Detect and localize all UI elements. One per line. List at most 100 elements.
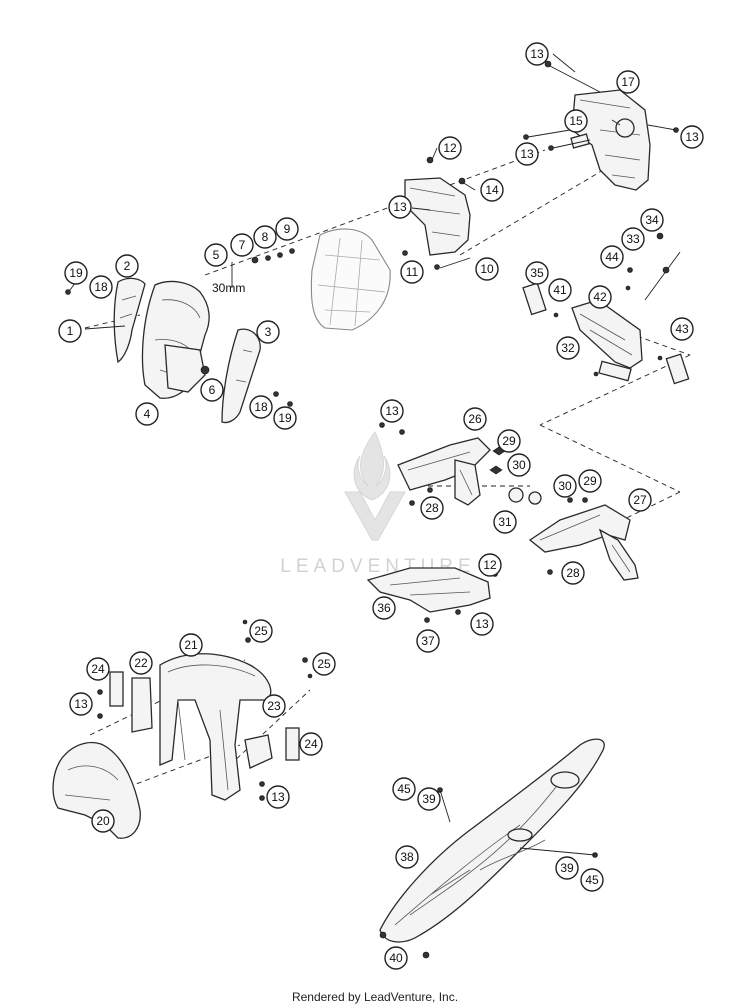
svg-text:32: 32	[561, 341, 575, 355]
svg-text:18: 18	[254, 400, 268, 414]
svg-text:37: 37	[421, 634, 435, 648]
callout-21: 21	[179, 633, 203, 657]
svg-text:36: 36	[377, 601, 391, 615]
svg-text:13: 13	[520, 147, 534, 161]
assembly-lines	[84, 149, 691, 791]
svg-text:31: 31	[498, 515, 512, 529]
watermark-flame-logo	[353, 431, 391, 501]
svg-text:7: 7	[239, 238, 246, 252]
svg-text:33: 33	[626, 232, 640, 246]
front-fairing	[52, 741, 141, 839]
callout-24: 24	[299, 732, 323, 756]
callout-22: 22	[129, 651, 153, 675]
svg-text:30: 30	[512, 458, 526, 472]
callout-45: 45	[392, 777, 416, 801]
callout-10: 10	[475, 257, 499, 281]
callout-27: 27	[628, 488, 652, 512]
callout-40: 40	[384, 946, 408, 970]
svg-text:21: 21	[184, 638, 198, 652]
svg-text:12: 12	[443, 141, 457, 155]
svg-text:13: 13	[475, 617, 489, 631]
svg-text:17: 17	[621, 75, 635, 89]
rear-bracket	[379, 422, 542, 506]
callout-11: 11	[400, 260, 424, 284]
svg-text:4: 4	[144, 407, 151, 421]
svg-text:24: 24	[91, 662, 105, 676]
callout-9: 9	[275, 217, 299, 241]
callout-13: 13	[680, 125, 704, 149]
svg-text:29: 29	[502, 434, 516, 448]
svg-text:28: 28	[566, 566, 580, 580]
callout-13: 13	[515, 142, 539, 166]
svg-text:9: 9	[284, 222, 291, 236]
callout-26: 26	[463, 407, 487, 431]
headlight-mask-assembly: 30mm	[65, 248, 295, 424]
callout-38: 38	[395, 845, 419, 869]
svg-text:12: 12	[483, 558, 497, 572]
callout-13: 13	[380, 399, 404, 423]
svg-text:13: 13	[74, 697, 88, 711]
callout-44: 44	[600, 245, 624, 269]
svg-text:35: 35	[530, 266, 544, 280]
callout-18: 18	[89, 275, 113, 299]
svg-text:24: 24	[304, 737, 318, 751]
svg-text:14: 14	[485, 183, 499, 197]
svg-text:13: 13	[385, 404, 399, 418]
callout-19: 19	[64, 261, 88, 285]
callout-43: 43	[670, 317, 694, 341]
svg-text:39: 39	[560, 861, 574, 875]
callout-29: 29	[578, 469, 602, 493]
callout-33: 33	[621, 227, 645, 251]
callout-32: 32	[556, 336, 580, 360]
svg-text:30: 30	[558, 479, 572, 493]
callout-37: 37	[416, 629, 440, 653]
svg-text:29: 29	[583, 474, 597, 488]
callout-31: 31	[493, 510, 517, 534]
svg-text:28: 28	[425, 501, 439, 515]
callout-24: 24	[86, 657, 110, 681]
callout-18: 18	[249, 395, 273, 419]
callout-5: 5	[204, 243, 228, 267]
callout-6: 6	[200, 378, 224, 402]
callout-30: 30	[507, 453, 531, 477]
svg-text:19: 19	[278, 411, 292, 425]
rear-tail-section	[379, 738, 605, 959]
svg-text:11: 11	[406, 265, 419, 279]
callout-25: 25	[312, 652, 336, 676]
callout-3: 3	[256, 320, 280, 344]
dimension-label: 30mm	[212, 281, 245, 295]
callout-28: 28	[420, 496, 444, 520]
callout-13: 13	[470, 612, 494, 636]
svg-text:15: 15	[569, 114, 583, 128]
svg-text:3: 3	[265, 325, 272, 339]
callout-13: 13	[388, 195, 412, 219]
svg-text:5: 5	[213, 248, 220, 262]
svg-text:26: 26	[468, 412, 482, 426]
svg-text:20: 20	[96, 814, 110, 828]
svg-text:39: 39	[422, 792, 436, 806]
license-plate-holder	[522, 232, 690, 385]
callout-4: 4	[135, 402, 159, 426]
svg-text:13: 13	[271, 790, 285, 804]
svg-text:23: 23	[267, 699, 281, 713]
callout-12: 12	[438, 136, 462, 160]
callout-15: 15	[564, 109, 588, 133]
footer-credit: Rendered by LeadVenture, Inc.	[291, 990, 459, 1004]
svg-text:45: 45	[397, 782, 411, 796]
callout-35: 35	[525, 261, 549, 285]
instrument-bracket	[523, 60, 679, 191]
svg-text:42: 42	[593, 290, 607, 304]
callout-36: 36	[372, 596, 396, 620]
left-side-panel	[113, 277, 146, 364]
headlight-unit	[310, 228, 391, 331]
svg-text:13: 13	[685, 130, 699, 144]
svg-text:43: 43	[675, 322, 689, 336]
svg-text:8: 8	[262, 230, 269, 244]
svg-text:18: 18	[94, 280, 108, 294]
callout-14: 14	[480, 178, 504, 202]
svg-text:13: 13	[393, 200, 407, 214]
svg-text:41: 41	[553, 283, 567, 297]
svg-text:22: 22	[134, 656, 148, 670]
callout-30: 30	[553, 474, 577, 498]
